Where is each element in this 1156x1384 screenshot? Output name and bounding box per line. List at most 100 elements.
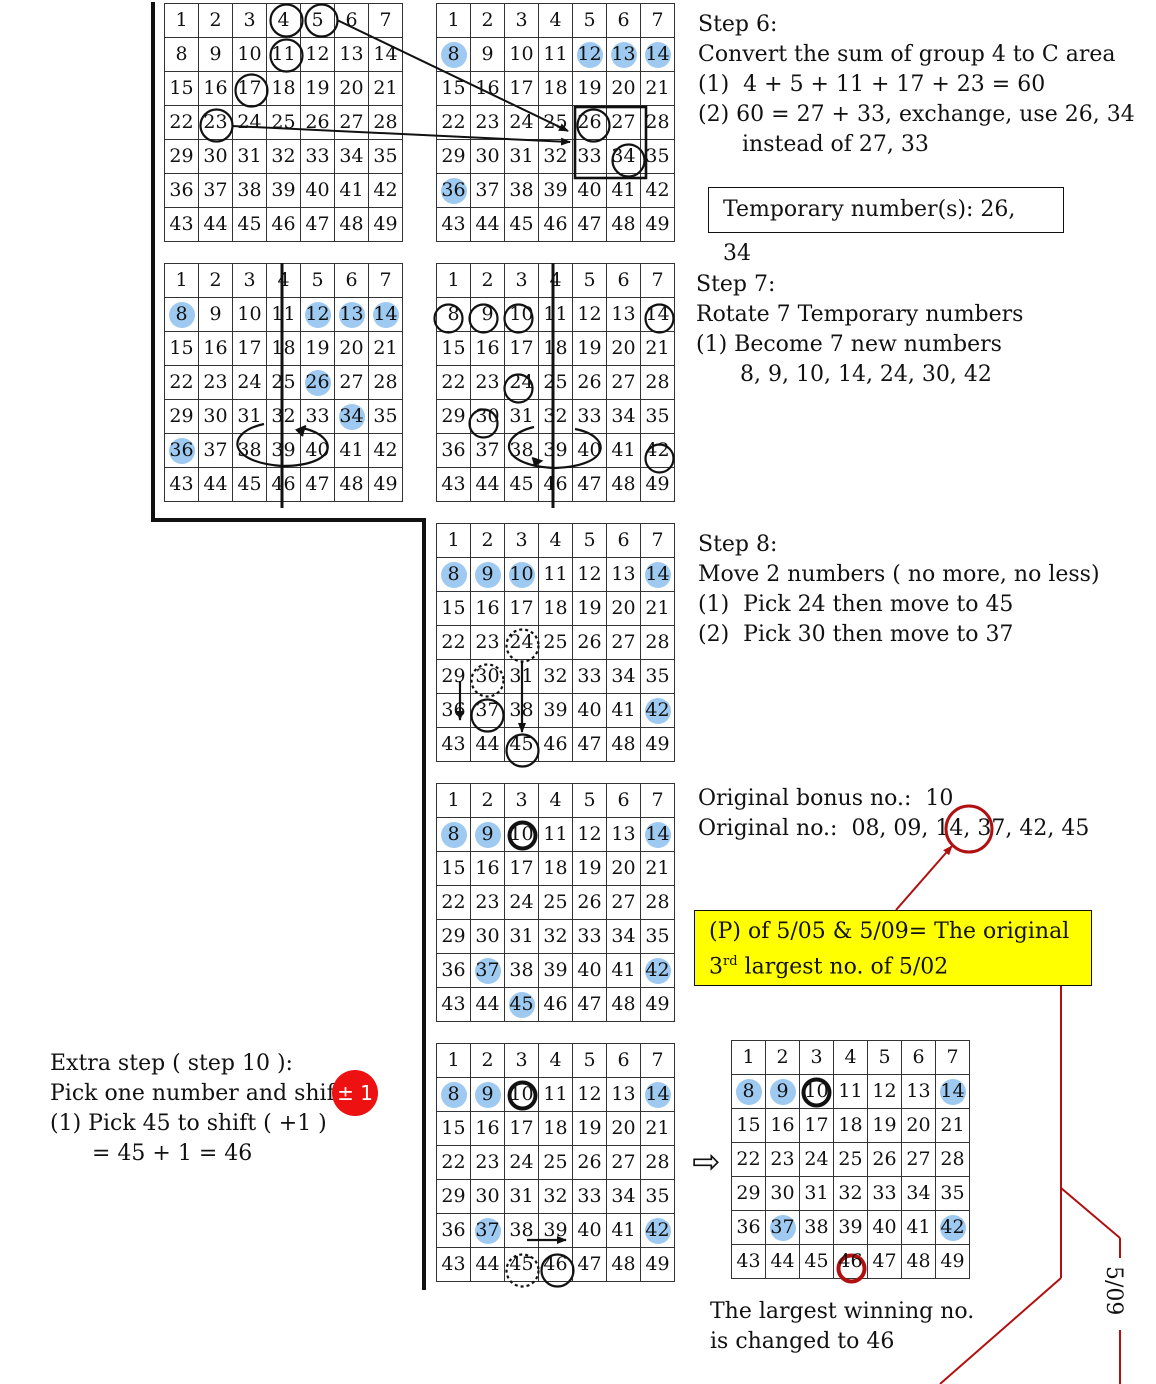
grid-cell: 45 bbox=[504, 987, 539, 1022]
grid-cell: 44 bbox=[470, 1247, 505, 1282]
grid-cell: 4 bbox=[538, 1043, 573, 1078]
grid-cell: 47 bbox=[572, 727, 607, 762]
grid-cell: 48 bbox=[606, 727, 641, 762]
highlight-dot bbox=[644, 1217, 671, 1244]
grid-cell: 29 bbox=[436, 659, 471, 694]
grid-cell: 30 bbox=[470, 919, 505, 954]
grid-cell: 27 bbox=[334, 105, 369, 140]
cell-number: 7 bbox=[651, 9, 664, 31]
cell-number: 20 bbox=[611, 337, 636, 359]
cell-number: 18 bbox=[271, 77, 296, 99]
grid-cell: 22 bbox=[436, 105, 471, 140]
grid-cell: 24 bbox=[232, 105, 267, 140]
grid-cell: 41 bbox=[606, 433, 641, 468]
grid-cell: 10 bbox=[799, 1074, 834, 1109]
grid-cell: 34 bbox=[606, 1179, 641, 1214]
cell-number: 23 bbox=[475, 371, 500, 393]
grid-cell: 4 bbox=[538, 263, 573, 298]
cell-number: 26 bbox=[872, 1148, 897, 1170]
cell-number: 28 bbox=[645, 111, 670, 133]
cell-number: 36 bbox=[441, 439, 466, 461]
grid-cell: 49 bbox=[640, 467, 675, 502]
step7-line1: Rotate 7 Temporary numbers bbox=[696, 302, 1024, 327]
highlight-dot bbox=[474, 561, 501, 588]
grid-cell: 44 bbox=[198, 467, 233, 502]
cell-number: 3 bbox=[515, 9, 528, 31]
cell-number: 41 bbox=[611, 699, 636, 721]
cell-number: 11 bbox=[543, 303, 568, 325]
grid-cell: 17 bbox=[504, 331, 539, 366]
grid-cell: 5 bbox=[572, 3, 607, 38]
grid-cell: 42 bbox=[640, 173, 675, 208]
grid-cell: 42 bbox=[368, 173, 403, 208]
cell-number: 23 bbox=[770, 1148, 795, 1170]
cell-number: 15 bbox=[441, 857, 466, 879]
grid-cell: 8 bbox=[436, 1077, 471, 1112]
grid-cell: 8 bbox=[436, 557, 471, 592]
grid-cell: 20 bbox=[334, 71, 369, 106]
grid-cell: 10 bbox=[232, 37, 267, 72]
cell-number: 27 bbox=[611, 891, 636, 913]
grid-cell: 28 bbox=[640, 885, 675, 920]
cell-number: 49 bbox=[645, 473, 670, 495]
cell-number: 30 bbox=[475, 145, 500, 167]
grid-cell: 18 bbox=[266, 71, 301, 106]
cell-number: 40 bbox=[577, 179, 602, 201]
cell-number: 37 bbox=[475, 179, 500, 201]
grid-cell: 3 bbox=[504, 783, 539, 818]
grid-cell: 36 bbox=[731, 1210, 766, 1245]
highlight-dot bbox=[769, 1078, 796, 1105]
cell-number: 28 bbox=[373, 371, 398, 393]
grid-cell: 8 bbox=[164, 297, 199, 332]
cell-number: 35 bbox=[373, 145, 398, 167]
cell-number: 9 bbox=[481, 563, 494, 585]
cell-number: 26 bbox=[305, 371, 330, 393]
extra-line4: = 45 + 1 = 46 bbox=[92, 1141, 253, 1166]
cell-number: 39 bbox=[543, 439, 568, 461]
grid-cell: 7 bbox=[935, 1040, 970, 1075]
cell-number: 4 bbox=[549, 9, 562, 31]
grid-cell: 48 bbox=[334, 467, 369, 502]
grid-cell: 47 bbox=[572, 1247, 607, 1282]
highlight-dot bbox=[474, 1217, 501, 1244]
grid-cell: 35 bbox=[640, 659, 675, 694]
grid-cell: 7 bbox=[640, 523, 675, 558]
grid-cell: 38 bbox=[504, 953, 539, 988]
grid-cell: 16 bbox=[198, 331, 233, 366]
cell-number: 19 bbox=[305, 77, 330, 99]
grid-cell: 14 bbox=[640, 817, 675, 852]
grid-cell: 38 bbox=[504, 433, 539, 468]
grid-cell: 45 bbox=[504, 727, 539, 762]
grid-cell: 6 bbox=[606, 1043, 641, 1078]
cell-number: 13 bbox=[611, 1083, 636, 1105]
grid-cell: 30 bbox=[470, 1179, 505, 1214]
grid-cell: 47 bbox=[300, 467, 335, 502]
grid-cell: 21 bbox=[640, 71, 675, 106]
cell-number: 1 bbox=[447, 269, 460, 291]
cell-number: 19 bbox=[577, 597, 602, 619]
cell-number: 22 bbox=[736, 1148, 761, 1170]
cell-number: 38 bbox=[509, 179, 534, 201]
cell-number: 37 bbox=[203, 179, 228, 201]
grid-cell: 18 bbox=[538, 71, 573, 106]
cell-number: 10 bbox=[237, 43, 262, 65]
cell-number: 29 bbox=[736, 1182, 761, 1204]
grid-cell: 26 bbox=[572, 105, 607, 140]
grid-cell: 15 bbox=[436, 591, 471, 626]
cell-number: 45 bbox=[509, 213, 534, 235]
grid-cell: 27 bbox=[606, 365, 641, 400]
grid-cell: 38 bbox=[799, 1210, 834, 1245]
cell-number: 48 bbox=[611, 1253, 636, 1275]
cell-number: 31 bbox=[509, 925, 534, 947]
grid-cell: 13 bbox=[606, 557, 641, 592]
cell-number: 34 bbox=[339, 405, 364, 427]
cell-number: 18 bbox=[543, 77, 568, 99]
cell-number: 6 bbox=[617, 1049, 630, 1071]
grid-cell: 36 bbox=[164, 433, 199, 468]
grid-cell: 30 bbox=[198, 399, 233, 434]
grid-cell: 40 bbox=[572, 1213, 607, 1248]
cell-number: 37 bbox=[475, 959, 500, 981]
